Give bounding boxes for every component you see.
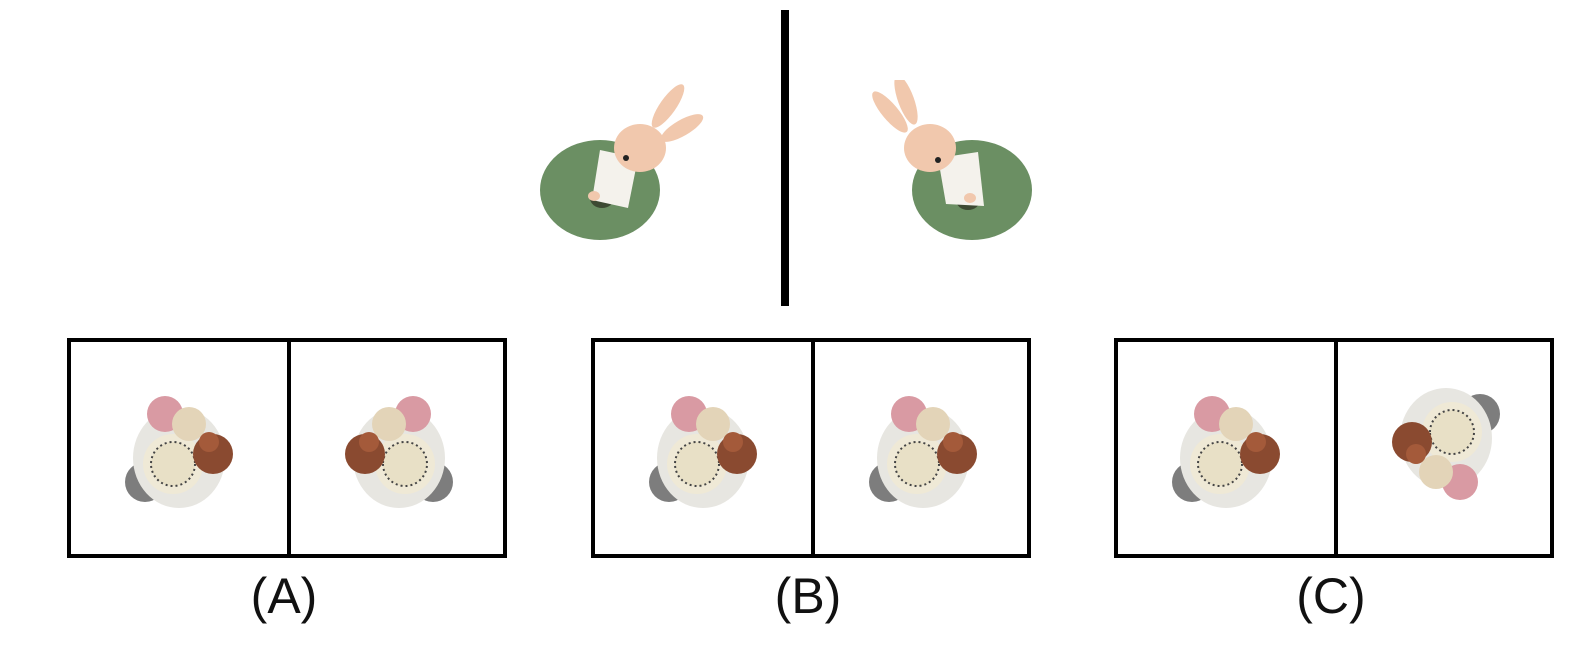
option-label-c: (C) bbox=[1296, 568, 1366, 624]
panel-divider bbox=[1334, 342, 1338, 554]
rabbit-figurine-icon bbox=[530, 80, 710, 260]
option-b-right-view bbox=[815, 342, 1031, 554]
ice-cream-cup-icon bbox=[868, 395, 978, 509]
option-label-b: (B) bbox=[774, 568, 842, 624]
panel-divider bbox=[287, 342, 291, 554]
panel-divider bbox=[811, 342, 815, 554]
option-panel-c[interactable] bbox=[1114, 338, 1554, 558]
option-panel-a[interactable] bbox=[67, 338, 507, 558]
option-panel-b[interactable] bbox=[591, 338, 1031, 558]
ice-cream-cup-icon bbox=[124, 395, 234, 509]
rabbit-figurine-icon bbox=[860, 75, 1040, 260]
option-a-left-view bbox=[71, 342, 287, 554]
ice-cream-cup-icon bbox=[1171, 395, 1281, 509]
option-b-left-view bbox=[595, 342, 811, 554]
option-label-a: (A) bbox=[250, 568, 318, 624]
option-c-left-view bbox=[1118, 342, 1334, 554]
option-c-right-view bbox=[1338, 342, 1554, 554]
ice-cream-cup-icon bbox=[344, 395, 454, 509]
ice-cream-cup-icon bbox=[1391, 387, 1501, 501]
option-a-right-view bbox=[291, 342, 507, 554]
ice-cream-cup-icon bbox=[648, 395, 758, 509]
center-divider bbox=[781, 10, 789, 306]
